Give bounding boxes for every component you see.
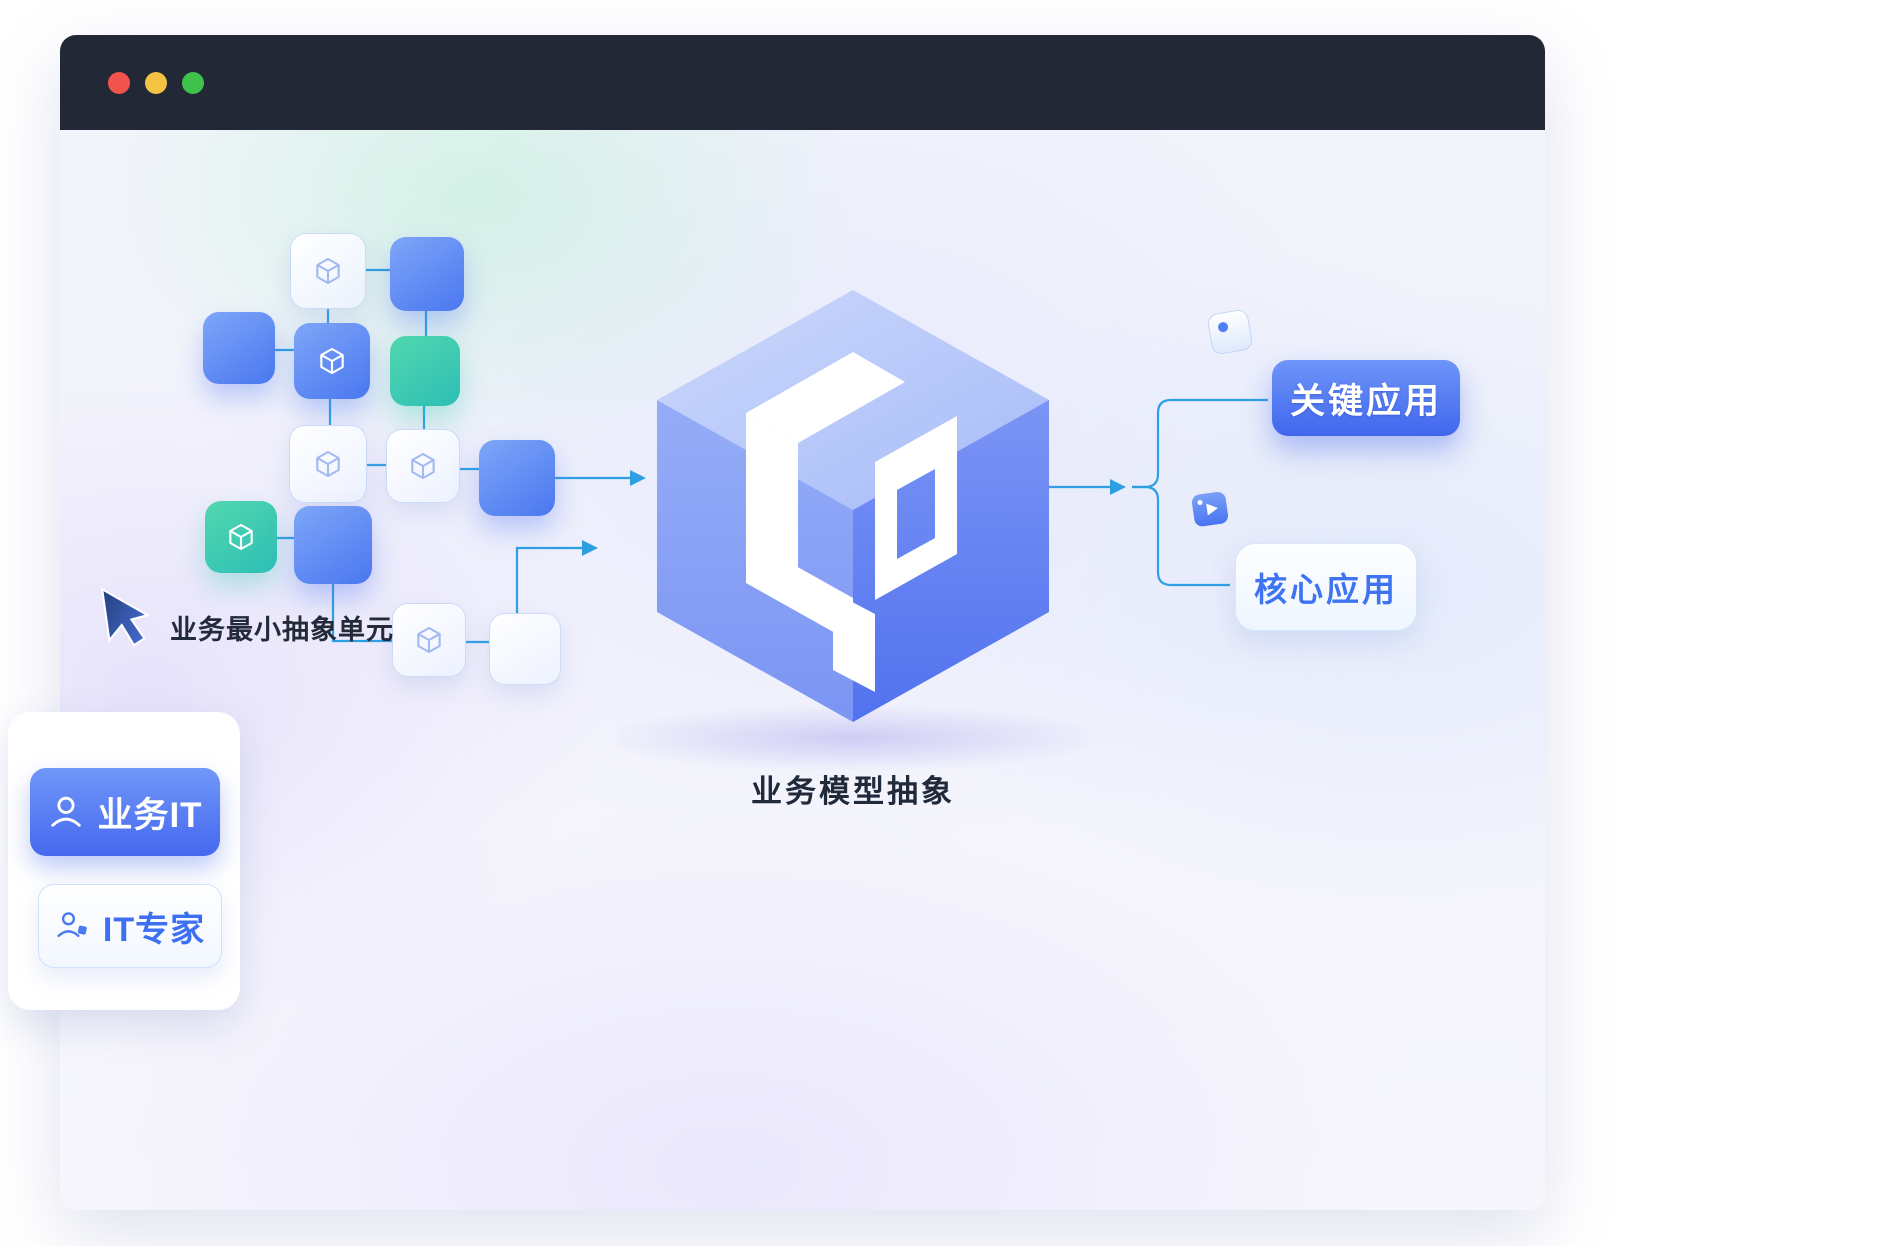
browser-window: 业务最小抽象单元 — [60, 35, 1545, 1210]
cube-caption: 业务模型抽象 — [751, 774, 955, 809]
browser-titlebar — [60, 35, 1545, 130]
module-node — [294, 506, 372, 584]
module-node — [205, 501, 277, 573]
abstraction-cube — [617, 290, 1089, 770]
business-it-pill[interactable]: 业务IT — [30, 768, 220, 856]
core-application-label: 核心应用 — [1254, 571, 1398, 608]
cursor-icon — [98, 582, 164, 652]
cube-icon — [229, 523, 253, 551]
person-icon — [51, 796, 82, 827]
key-application-pill[interactable]: 关键应用 — [1272, 360, 1460, 436]
cube-icon — [316, 450, 340, 478]
module-node — [489, 613, 561, 685]
module-node — [290, 233, 366, 309]
module-node — [386, 429, 460, 503]
key-application-label: 关键应用 — [1289, 381, 1442, 421]
module-node — [289, 425, 367, 503]
person-expert-icon — [57, 912, 87, 938]
cube-icon — [411, 452, 435, 480]
video-tag-icon — [1188, 486, 1234, 537]
module-node — [392, 603, 466, 677]
diagram-canvas: 业务最小抽象单元 — [60, 130, 1545, 1210]
unit-annotation-label: 业务最小抽象单元 — [170, 615, 394, 645]
core-application-pill[interactable]: 核心应用 — [1235, 543, 1417, 631]
it-expert-pill[interactable]: IT专家 — [38, 884, 222, 968]
cube-icon — [320, 347, 344, 375]
module-node — [390, 237, 464, 311]
minimize-window-icon[interactable] — [145, 71, 167, 94]
cube-icon — [316, 257, 340, 285]
close-window-icon[interactable] — [108, 71, 130, 94]
roles-card: 业务IT IT专家 — [8, 712, 240, 1010]
zoom-window-icon[interactable] — [182, 71, 204, 94]
module-node — [479, 440, 555, 516]
cube-icon — [417, 626, 441, 654]
module-node — [390, 336, 460, 406]
label-tag-icon — [1202, 304, 1258, 365]
cube-logo — [746, 352, 957, 692]
it-expert-label: IT专家 — [102, 910, 206, 949]
business-it-label: 业务IT — [97, 795, 203, 835]
module-node — [294, 323, 370, 399]
module-node — [203, 312, 275, 384]
